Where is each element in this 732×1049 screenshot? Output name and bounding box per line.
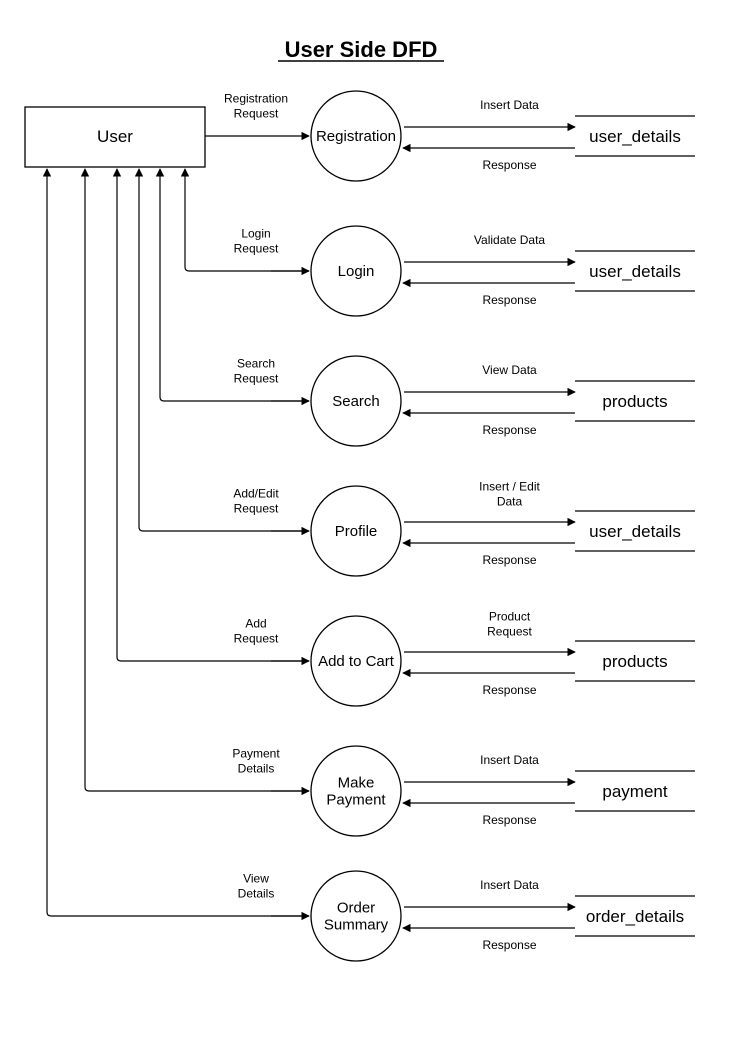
process-label: Add to Cart: [318, 653, 395, 670]
process-0: Registration user_details: [310, 90, 695, 182]
process-4: Add to Cart products: [310, 615, 695, 707]
process-circle: [310, 615, 402, 707]
process-circle: [310, 870, 402, 962]
response-label: Response: [482, 423, 536, 437]
process-label-line: Login: [338, 263, 375, 280]
process-label-line: Add to Cart: [318, 653, 395, 670]
store-label: payment: [602, 782, 667, 801]
user-entity: User: [24, 106, 206, 168]
request-label-line: Request: [234, 242, 279, 256]
process-circle: [310, 485, 402, 577]
store-label: user_details: [589, 522, 681, 541]
request-return-arrow: [112, 168, 309, 662]
store-label: user_details: [589, 127, 681, 146]
process-circle: [310, 355, 402, 447]
request-label-line: Payment: [232, 747, 280, 761]
request-label-line: Add: [245, 617, 266, 631]
response-label: Response: [482, 938, 536, 952]
process-1: Login user_details: [310, 225, 695, 317]
to-store-label-line: Request: [487, 625, 532, 639]
to-store-label: Insert Data: [480, 878, 539, 892]
response-label: Response: [482, 553, 536, 567]
process-label-line: Search: [332, 393, 380, 410]
to-store-label-line: Validate Data: [474, 233, 545, 247]
to-store-label-line: View Data: [482, 363, 537, 377]
process-label-line: Payment: [326, 792, 386, 809]
to-store-label: Insert Data: [480, 98, 539, 112]
process-label-line: Registration: [316, 128, 396, 145]
request-return-arrow: [80, 168, 309, 792]
user-entity-label: User: [97, 127, 133, 146]
process-label-line: Order: [337, 900, 375, 917]
request-label-line: Registration: [224, 92, 288, 106]
process-label: Login: [338, 263, 375, 280]
to-store-label: Validate Data: [474, 233, 545, 247]
request-label-line: Request: [234, 372, 279, 386]
process-circle: [310, 745, 402, 837]
response-label: Response: [482, 813, 536, 827]
process-circle: [310, 90, 402, 182]
request-return-arrow: [155, 168, 309, 402]
request-label-line: Details: [238, 762, 275, 776]
to-store-label-line: Insert Data: [480, 878, 539, 892]
store-label: user_details: [589, 262, 681, 281]
process-label-line: Profile: [335, 523, 378, 540]
response-label: Response: [482, 683, 536, 697]
to-store-label-line: Insert / Edit: [479, 480, 540, 494]
process-label: Profile: [335, 523, 378, 540]
request-label-line: View: [243, 872, 269, 886]
store-label: order_details: [586, 907, 684, 926]
to-store-label-line: Product: [489, 610, 531, 624]
request-label-line: Add/Edit: [233, 487, 279, 501]
process-label-line: Summary: [324, 917, 389, 934]
to-store-label-line: Insert Data: [480, 98, 539, 112]
request-return-arrow: [42, 168, 309, 917]
store-label: products: [602, 392, 667, 411]
to-store-label-line: Insert Data: [480, 753, 539, 767]
request-label-line: Request: [234, 107, 279, 121]
process-2: Search products: [310, 355, 695, 447]
request-label-line: Login: [241, 227, 270, 241]
request-return-arrow: [180, 168, 309, 272]
request-label-line: Request: [234, 632, 279, 646]
process-3: Profile user_details: [310, 485, 695, 577]
process-label: Search: [332, 393, 380, 410]
response-label: Response: [482, 293, 536, 307]
process-label: Registration: [316, 128, 396, 145]
response-label: Response: [482, 158, 536, 172]
request-label-line: Request: [234, 502, 279, 516]
to-store-label: View Data: [482, 363, 537, 377]
process-label-line: Make: [338, 775, 375, 792]
to-store-label-line: Data: [497, 495, 523, 509]
to-store-label: Insert Data: [480, 753, 539, 767]
request-label-line: Search: [237, 357, 275, 371]
store-label: products: [602, 652, 667, 671]
diagram-title: User Side DFD: [285, 37, 438, 62]
request-return-arrow: [134, 168, 309, 532]
request-label-line: Details: [238, 887, 275, 901]
process-circle: [310, 225, 402, 317]
